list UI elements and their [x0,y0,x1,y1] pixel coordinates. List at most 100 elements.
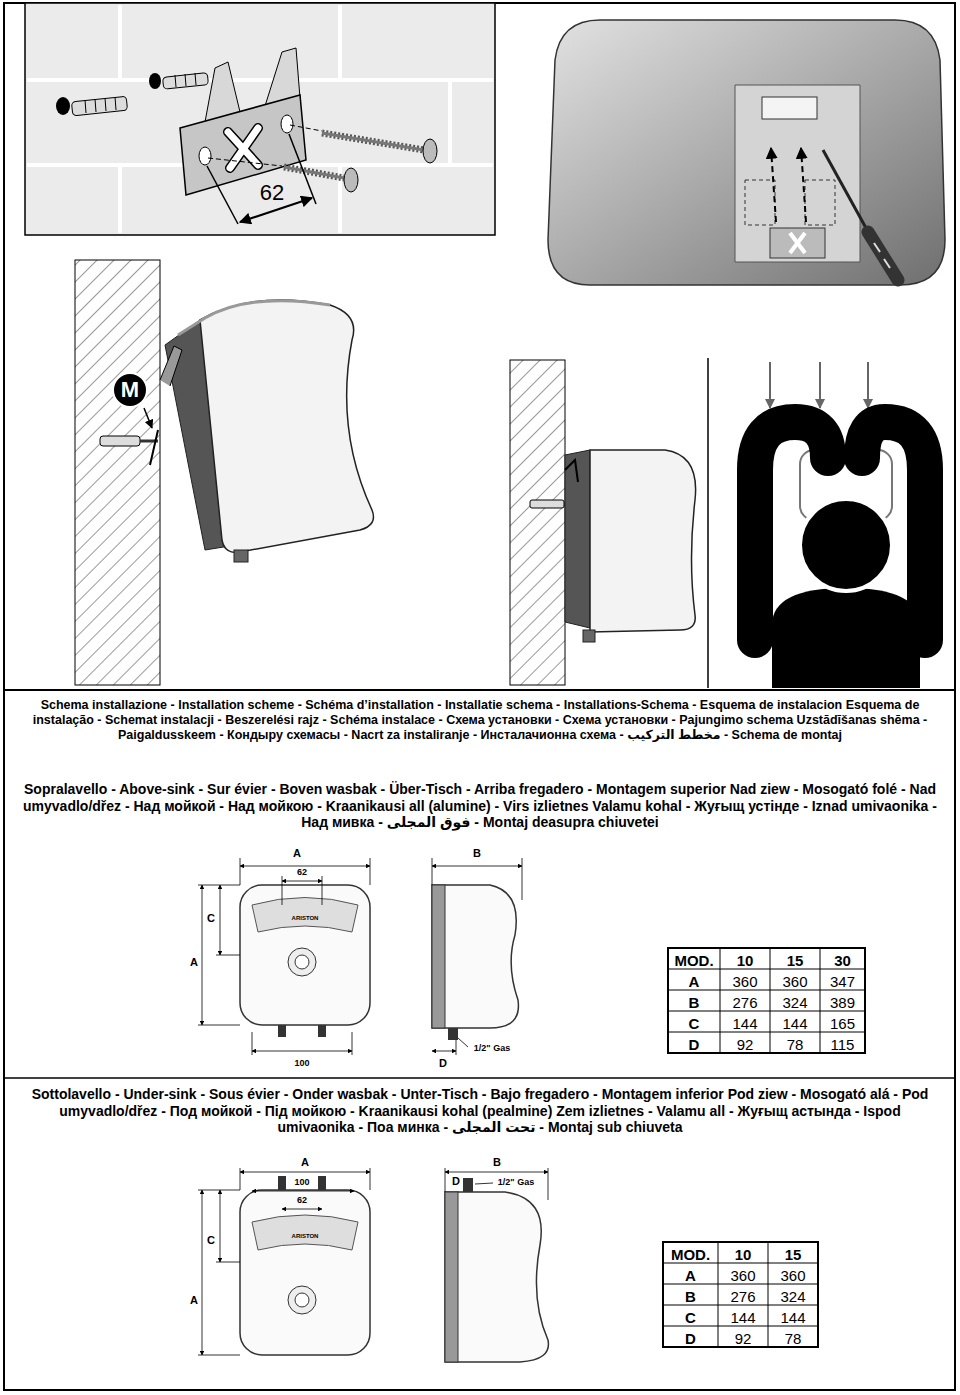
table-cell: B [685,1288,696,1303]
bracket-fixing-figure [423,139,437,163]
table-grid [668,990,865,991]
dimension-label: 62 [260,182,284,204]
bracket-fixing-figure [71,73,208,116]
under-sink-drawing [240,1190,370,1355]
table-cell: 30 [834,952,851,967]
bracket-fixing-figure [85,100,86,113]
under-sink-drawing [463,1178,473,1192]
under-sink-drawing [198,1168,548,1355]
under-sink-drawing [282,1209,322,1210]
above-sink-drawing [288,948,316,976]
above-sink-drawing [352,1032,353,1055]
pipe-label: 1/2" Gas [498,1178,534,1187]
table-grid [820,948,821,1053]
above-sink-drawing [198,858,522,1055]
bracket-fixing-figure [281,115,293,133]
heater-back-figure [790,233,805,253]
under-sink-drawing [288,1286,316,1314]
table-grid [668,969,865,970]
lifting-person-figure [800,499,892,591]
under-sink-drawing [278,1176,286,1190]
page-title: Schema installazione - Installation sche… [14,698,946,742]
heater-mounted-figure [590,450,696,632]
under-sink-drawing [198,1190,240,1191]
dimension-label: A [301,1157,309,1168]
table-cell: 15 [787,952,804,967]
bracket-fixing-figure [115,97,116,110]
heater-hanging-figure [75,260,160,685]
callout-circle: M [112,372,148,408]
dimension-label: C [207,1235,215,1246]
bracket-fixing-figure [207,166,238,224]
page-frame [4,1077,955,1079]
bracket-fixing-figure [290,125,322,131]
bracket-fixing-figure [185,74,186,86]
heater-back-figure [805,180,835,225]
table-grid [718,1242,719,1347]
dimension-label: 62 [297,868,307,877]
bracket-fixing-figure [322,133,424,150]
above-sink-drawing [278,1025,286,1037]
above-sink-drawing [432,866,522,867]
under-sink-drawing [318,1176,326,1190]
table-cell: MOD. [674,952,713,967]
heater-mounted-figure [583,630,595,642]
heater-back-figure [868,232,898,280]
table-grid [668,948,865,1053]
lifting-person-figure [772,588,920,688]
bracket-fixing-figure [448,80,452,165]
heater-hanging-figure [234,550,248,562]
dimension-label: A [190,1295,198,1306]
bracket-fixing-figure [344,168,358,192]
table-grid [663,1284,818,1285]
dimension-label: 62 [297,1196,307,1205]
page-frame [4,3,955,1390]
table-grid [668,1032,865,1033]
bracket-fixing-figure [162,73,208,90]
heater-hanging-figure [160,346,182,386]
callout-letter: M [121,379,139,401]
table-cell: C [689,1015,700,1030]
above-sink-drawing [295,955,309,969]
dimension-label: D [439,1058,447,1069]
under-sink-drawing [548,1168,549,1200]
table-cell: A [685,1267,696,1282]
bracket-fixing-figure [195,73,196,85]
heater-hanging-figure [144,408,152,428]
table-cell: 276 [732,994,757,1009]
bracket-fixing-figure [118,5,122,80]
table-cell: 360 [730,1267,755,1282]
table-cell: 324 [782,994,807,1009]
bracket-fixing-figure [338,5,342,80]
bracket-fixing-figure [149,73,161,89]
above-sink-drawing [370,858,371,885]
heater-mounted-figure [565,450,590,628]
under-sink-drawing [220,1190,221,1262]
table-cell: 78 [787,1036,804,1051]
table-cell: 347 [830,973,855,988]
under-sink-drawing [370,1168,371,1190]
above-sink-drawing [432,1051,456,1052]
under-sink-drawing [295,1293,309,1307]
heater-mounted-figure [510,360,565,685]
heater-hanging-figure [100,436,140,446]
table-cell: 360 [732,973,757,988]
lifting-person-figure [819,362,821,408]
under-sink-drawing [240,1172,370,1173]
above-sink-drawing [240,885,370,1025]
table-cell: C [685,1309,696,1324]
above-sink-drawing [456,1040,457,1055]
heater-back-figure [745,180,775,225]
bracket-fixing-figure [95,99,96,112]
bracket-fixing-figure [289,134,316,204]
above-sink-drawing [432,858,433,885]
table-cell: 360 [782,973,807,988]
pipe-label: 1/2" Gas [474,1044,510,1053]
under-sink-drawing [198,1355,240,1356]
table-grid [663,1242,818,1347]
heater-hanging-figure [200,300,374,553]
bracket-fixing-figure [25,3,495,235]
bracket-fixing-figure [56,97,70,115]
lifting-person-figure [708,358,925,688]
bracket-fixing-figure [284,167,344,178]
